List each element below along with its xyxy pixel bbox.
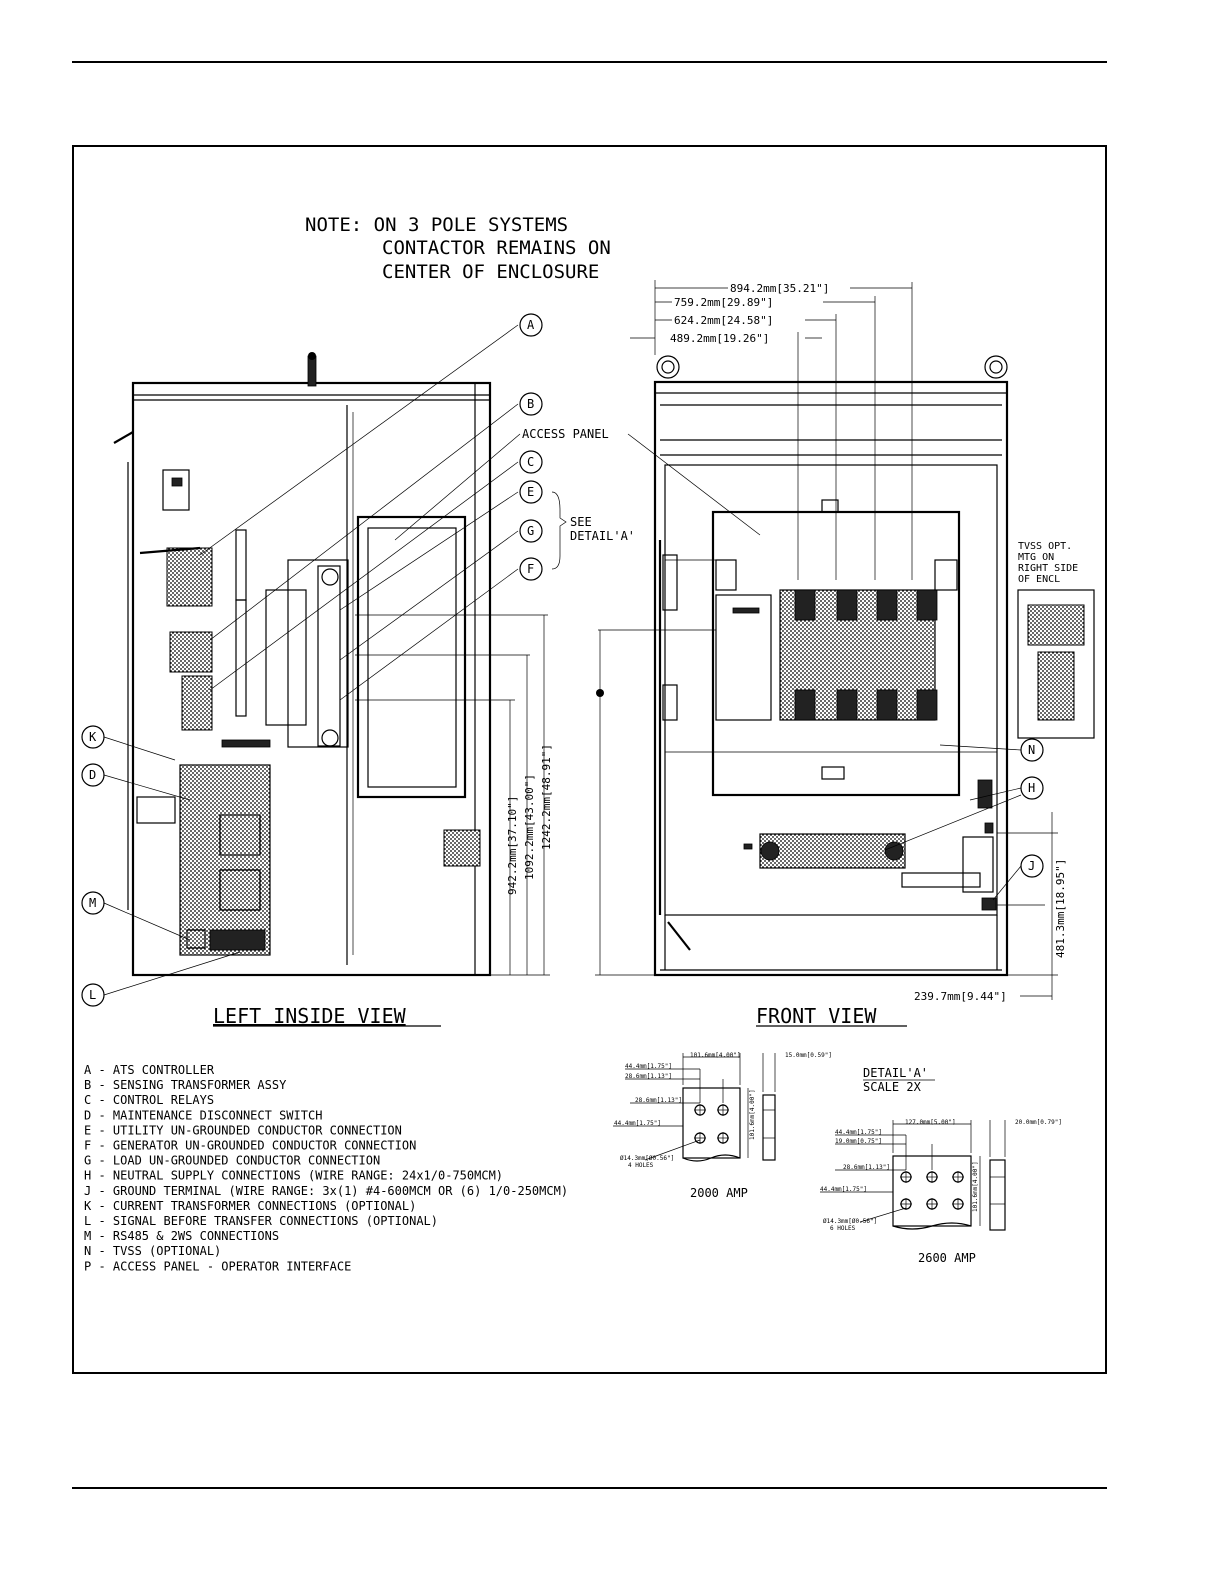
d2000-holes-2: 4 HOLES <box>628 1162 654 1169</box>
amp-2000-label: 2000 AMP <box>690 1186 748 1200</box>
note-line-1: NOTE: ON 3 POLE SYSTEMS <box>305 214 568 236</box>
dim-side-3: 1242.2mm[48.91"] <box>540 744 553 850</box>
callout-l-label: L <box>89 988 96 1002</box>
d2000-t: 15.0mm[0.59"] <box>785 1052 832 1059</box>
d2000-holes-1: Ø14.3mm[Ø0.56"] <box>620 1155 674 1162</box>
tvss-side-panel: TVSS OPT. MTG ON RIGHT SIDE OF ENCL <box>1017 541 1095 739</box>
detail-2000-amp: 101.6mm[4.00"] 15.0mm[0.59"] 44.4mm[1.75… <box>613 1052 832 1200</box>
d2600-b: 19.0mm[0.75"] <box>835 1138 882 1145</box>
callout-c <box>519 450 543 474</box>
d2600-a: 44.4mm[1.75"] <box>835 1129 882 1136</box>
front-view: 481.3mm[18.95"] 239.7mm[9.44"] <box>595 355 1067 1003</box>
d2600-holes-1: Ø14.3mm[Ø0.56"] <box>823 1218 877 1225</box>
left-inside-view: 942.2mm[37.10"] 1092.2mm[43.00"] 1242.2m… <box>113 352 553 977</box>
callout-a <box>519 313 543 337</box>
legend-item: F - GENERATOR UN-GROUNDED CONDUCTOR CONN… <box>84 1139 416 1153</box>
callout-n-label: N <box>1028 743 1035 757</box>
callout-a-label: A <box>527 318 535 332</box>
callout-h <box>1020 776 1044 800</box>
legend-item: M - RS485 & 2WS CONNECTIONS <box>84 1229 279 1243</box>
dim-side-1: 942.2mm[37.10"] <box>506 796 519 895</box>
callout-b-label: B <box>527 397 534 411</box>
note-block: NOTE: ON 3 POLE SYSTEMS CONTACTOR REMAIN… <box>305 214 611 283</box>
dim-bottom: 239.7mm[9.44"] <box>914 990 1007 1003</box>
dim-top-4: 489.2mm[19.26"] <box>670 332 769 345</box>
callout-d <box>81 763 105 787</box>
d2000-w: 101.6mm[4.00"] <box>690 1052 741 1059</box>
top-dimensions: 894.2mm[35.21"] 759.2mm[29.89"] 624.2mm[… <box>630 280 913 580</box>
legend-item: J - GROUND TERMINAL (WIRE RANGE: 3x(1) #… <box>84 1184 568 1198</box>
d2000-d: 44.4mm[1.75"] <box>614 1120 661 1127</box>
detail-title: DETAIL'A' <box>863 1066 928 1080</box>
callout-h-label: H <box>1028 781 1035 795</box>
legend-item: A - ATS CONTROLLER <box>84 1063 215 1077</box>
drawing-frame <box>72 145 1107 1374</box>
legend-item: D - MAINTENANCE DISCONNECT SWITCH <box>84 1108 322 1122</box>
see-detail-1: SEE <box>570 515 592 529</box>
callout-e-label: E <box>527 485 534 499</box>
d2600-t: 20.0mm[0.79"] <box>1015 1119 1062 1126</box>
callout-k-label: K <box>89 730 97 744</box>
d2600-h: 101.6mm[4.00"] <box>972 1161 979 1212</box>
detail-scale: SCALE 2X <box>863 1080 922 1094</box>
callout-b <box>519 392 543 416</box>
tvss-label-4: OF ENCL <box>1018 574 1060 585</box>
legend-item: P - ACCESS PANEL - OPERATOR INTERFACE <box>84 1259 351 1273</box>
dim-top-1: 894.2mm[35.21"] <box>730 282 829 295</box>
d2000-h: 101.6mm[4.00"] <box>749 1089 756 1140</box>
d2600-d: 44.4mm[1.75"] <box>820 1186 867 1193</box>
callout-d-label: D <box>89 768 96 782</box>
d2600-w: 127.0mm[5.00"] <box>905 1119 956 1126</box>
see-detail-2: DETAIL'A' <box>570 529 635 543</box>
callout-g-label: G <box>527 524 534 538</box>
callout-j-label: J <box>1028 859 1035 873</box>
tvss-label-3: RIGHT SIDE <box>1018 563 1078 574</box>
legend-item: N - TVSS (OPTIONAL) <box>84 1244 221 1258</box>
d2600-c: 28.6mm[1.13"] <box>843 1164 890 1171</box>
tvss-label-2: MTG ON <box>1018 552 1054 563</box>
d2600-holes-2: 6 HOLES <box>830 1225 856 1232</box>
right-callouts: N H J <box>884 738 1044 901</box>
legend-item: C - CONTROL RELAYS <box>84 1093 214 1107</box>
callout-n <box>1020 738 1044 762</box>
legend-item: L - SIGNAL BEFORE TRANSFER CONNECTIONS (… <box>84 1214 438 1228</box>
dim-side-2: 1092.2mm[43.00"] <box>523 774 536 880</box>
detail-2600-amp: 127.0mm[5.00"] 20.0mm[0.79"] 44.4mm[1.75… <box>820 1119 1062 1265</box>
legend-item: B - SENSING TRANSFORMER ASSY <box>84 1078 287 1092</box>
callout-l <box>81 983 105 1007</box>
callout-g <box>519 519 543 543</box>
callout-c-label: C <box>527 455 534 469</box>
header-rule <box>72 61 1107 63</box>
d2000-c: 28.6mm[1.13"] <box>635 1097 682 1104</box>
callout-k <box>81 725 105 749</box>
note-line-3: CENTER OF ENCLOSURE <box>382 261 599 283</box>
access-panel-label: ACCESS PANEL <box>522 427 609 441</box>
callout-m <box>81 891 105 915</box>
note-line-2: CONTACTOR REMAINS ON <box>382 237 611 259</box>
tvss-label-1: TVSS OPT. <box>1018 541 1072 552</box>
legend-item: H - NEUTRAL SUPPLY CONNECTIONS (WIRE RAN… <box>84 1169 503 1183</box>
front-view-title: FRONT VIEW <box>756 1004 877 1028</box>
footer-rule <box>72 1487 1107 1489</box>
dim-top-2: 759.2mm[29.89"] <box>674 296 773 309</box>
d2000-b: 28.6mm[1.13"] <box>625 1073 672 1080</box>
callout-m-label: M <box>89 896 96 910</box>
legend-item: E - UTILITY UN-GROUNDED CONDUCTOR CONNEC… <box>84 1123 402 1137</box>
callout-e <box>519 480 543 504</box>
left-callouts: A B ACCESS PANEL C E G F SEE DETAIL'A' K… <box>81 313 761 1007</box>
callout-j <box>1020 854 1044 878</box>
left-view-title: LEFT INSIDE VIEW <box>213 1004 407 1028</box>
callout-f <box>519 557 543 581</box>
amp-2600-label: 2600 AMP <box>918 1251 976 1265</box>
legend-item: G - LOAD UN-GROUNDED CONDUCTOR CONNECTIO… <box>84 1154 380 1168</box>
dim-top-3: 624.2mm[24.58"] <box>674 314 773 327</box>
d2000-a: 44.4mm[1.75"] <box>625 1063 672 1070</box>
dim-right-h: 481.3mm[18.95"] <box>1054 859 1067 958</box>
callout-f-label: F <box>527 562 534 576</box>
legend-item: K - CURRENT TRANSFORMER CONNECTIONS (OPT… <box>84 1199 416 1213</box>
